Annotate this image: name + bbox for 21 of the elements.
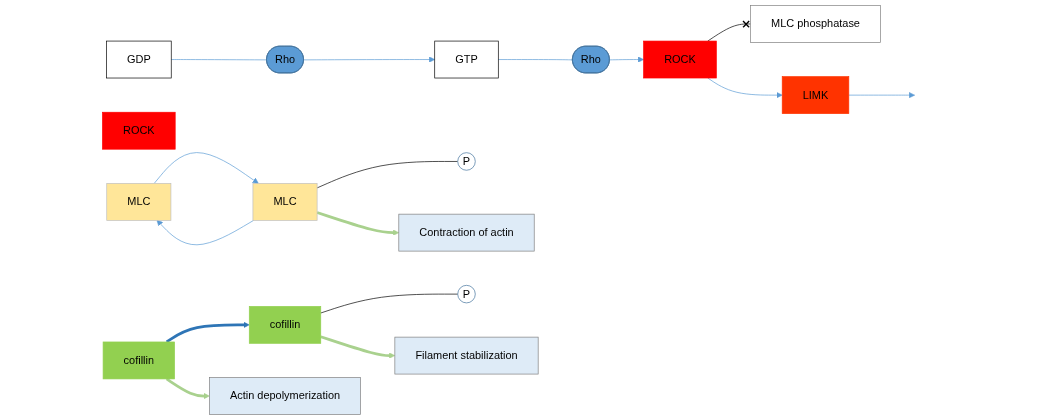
node-box: LIMK: [782, 76, 850, 114]
arrow: [317, 211, 400, 236]
node-box: MLC phosphatase: [750, 5, 882, 43]
connector: [320, 293, 459, 314]
node-box: GTP: [434, 40, 499, 79]
node-circle: P: [457, 285, 476, 304]
node-box: cofillin: [103, 341, 176, 380]
node-box: ROCK: [643, 40, 718, 79]
node-box: MLC: [106, 183, 172, 221]
node-box: Filament stabilization: [394, 336, 539, 375]
connector: [171, 59, 268, 61]
node-box: Contraction of actin: [398, 213, 535, 252]
connector: [498, 59, 574, 61]
arrow: [320, 335, 396, 359]
node-box: MLC: [252, 183, 318, 221]
node-circle: P: [457, 152, 476, 171]
node-box: Actin depolymerization: [209, 377, 362, 415]
connector: [317, 161, 459, 189]
node-box: cofillin: [249, 306, 322, 344]
node-box: ROCK: [102, 111, 176, 150]
node-box: GDP: [106, 40, 172, 79]
